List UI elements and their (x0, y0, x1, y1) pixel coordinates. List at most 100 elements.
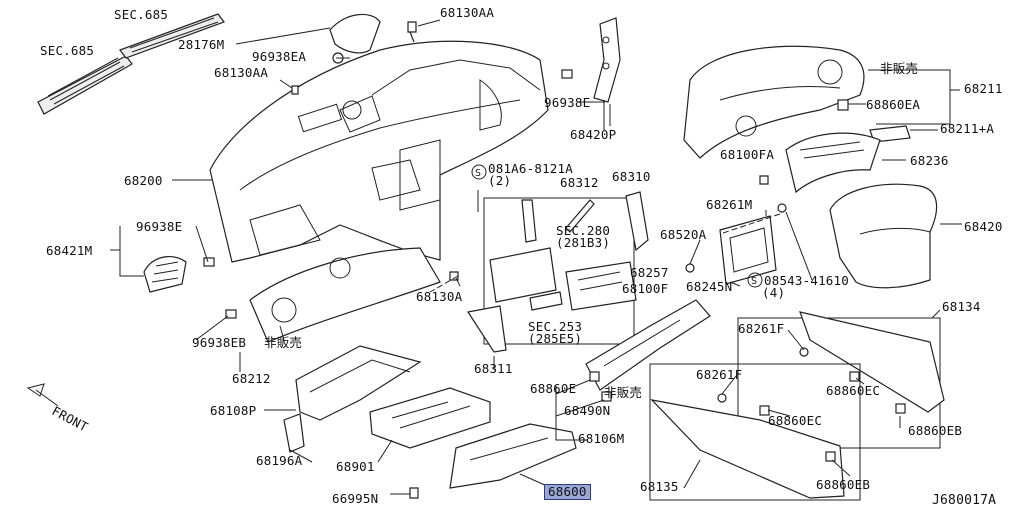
trim-68310 (625, 191, 649, 252)
label-68130AA-left: 68130AA (214, 65, 269, 80)
diagram-id: J680017A (932, 493, 997, 508)
screw-08543-41610 (777, 203, 787, 213)
clip-68860EB-a (895, 403, 906, 414)
stopper-68196A (283, 413, 305, 453)
latch-66995N (409, 487, 419, 499)
label-sec685-top: SEC.685 (114, 7, 169, 22)
label-68490N: 68490N (564, 403, 611, 418)
defroster-grille-top (119, 13, 225, 59)
side-panel-68134 (737, 311, 945, 449)
label-68312: 68312 (560, 175, 599, 190)
label-68211A: 68211+A (940, 121, 995, 136)
glove-box-housing-68108P (295, 345, 422, 421)
label-96938E-left: 96938E (136, 219, 183, 234)
label-68261F-a: 68261F (738, 321, 785, 336)
label-not-for-sale-2: 非販売 (264, 335, 303, 350)
defroster-grille-left (37, 55, 133, 115)
label-68100F: 68100F (622, 281, 669, 296)
display-finisher-68261M (719, 215, 777, 285)
speaker-cover-28176M (329, 13, 381, 54)
finisher-68236 (785, 132, 881, 194)
screw-68100FA (759, 175, 769, 185)
clip-68860EC-a (849, 371, 860, 382)
clip-68860EB-b (825, 451, 836, 462)
clip-68860E (589, 371, 600, 382)
finisher-68312 (565, 199, 595, 233)
leader-lines (110, 19, 962, 495)
console-lid-68420 (829, 183, 938, 289)
glove-box-lid-68600 (449, 423, 577, 489)
label-sec685-left: SEC.685 (40, 43, 95, 58)
label-68130A: 68130A (416, 289, 463, 304)
label-68420P: 68420P (570, 127, 617, 142)
label-68135: 68135 (640, 479, 679, 494)
label-not-for-sale-3: 非販売 (604, 385, 643, 400)
label-96938E-mid: 96938E (544, 95, 591, 110)
label-sec280: SEC.280 (556, 223, 611, 238)
label-not-for-sale-1: 非販売 (880, 61, 919, 76)
label-68130AA-top: 68130AA (440, 5, 495, 20)
svg-text:S: S (475, 168, 481, 179)
front-arrow-icon (26, 383, 59, 407)
label-66995N: 66995N (332, 491, 379, 506)
cluster-lid-68211 (683, 45, 865, 159)
label-68261F-b: 68261F (696, 367, 743, 382)
svg-text:S: S (751, 276, 757, 287)
label-68108P: 68108P (210, 403, 257, 418)
label-68236: 68236 (910, 153, 949, 168)
label-08543-41610: 08543-41610 (764, 273, 849, 288)
clip-68261F-a (799, 347, 809, 357)
label-68196A: 68196A (256, 453, 303, 468)
lower-cover-68212 (249, 247, 441, 343)
screw-symbol-icon-2: S (747, 272, 763, 288)
label-68211: 68211 (964, 81, 1003, 96)
label-68106M: 68106M (578, 431, 625, 446)
label-sec280-sub: (281B3) (556, 235, 611, 250)
side-cover-68421M (143, 255, 187, 293)
clip-68520A (685, 263, 695, 273)
bracket-68311 (467, 305, 507, 353)
screw-68130AA-top (407, 21, 417, 43)
label-081A6-qty: (2) (488, 173, 512, 188)
clip-68261F-b (717, 393, 727, 403)
clip-96938E-left (203, 257, 215, 267)
label-68860EB-a: 68860EB (908, 423, 963, 438)
center-panel-assembly (483, 197, 637, 345)
label-68420: 68420 (964, 219, 1003, 234)
label-68421M: 68421M (46, 243, 93, 258)
screw-symbol-icon-1: S (471, 164, 487, 180)
label-68520A: 68520A (660, 227, 707, 242)
bracket-68420P (593, 17, 621, 103)
label-68860EC-b: 68860EC (768, 413, 823, 428)
label-96938EB: 96938EB (192, 335, 247, 350)
label-68860E: 68860E (530, 381, 577, 396)
label-96938EA: 96938EA (252, 49, 307, 64)
center-console-68106M (585, 299, 711, 391)
label-68860EA: 68860EA (866, 97, 921, 112)
label-68134: 68134 (942, 299, 981, 314)
clip-96938EB (225, 309, 237, 319)
label-68212: 68212 (232, 371, 271, 386)
clip-96938E-mid (561, 69, 573, 79)
clip-68490N (601, 391, 612, 402)
label-081A6-8121A: 081A6-8121A (488, 161, 573, 176)
label-68600-highlighted[interactable]: 68600 (544, 484, 591, 500)
label-sec253-sub: (285E5) (528, 331, 583, 346)
label-68100FA: 68100FA (720, 147, 775, 162)
label-68257: 68257 (630, 265, 669, 280)
label-68261M: 68261M (706, 197, 753, 212)
label-68310: 68310 (612, 169, 651, 184)
side-panel-68135 (649, 363, 861, 501)
label-28176M: 28176M (178, 37, 225, 52)
label-08543-qty: (4) (762, 285, 786, 300)
label-sec253: SEC.253 (528, 319, 583, 334)
label-68245N: 68245N (686, 279, 733, 294)
label-68200: 68200 (124, 173, 163, 188)
label-68860EC-a: 68860EC (826, 383, 881, 398)
clip-68860EA (837, 99, 849, 111)
label-68901: 68901 (336, 459, 375, 474)
label-68860EB-b: 68860EB (816, 477, 871, 492)
screw-68130AA-left (291, 85, 299, 95)
